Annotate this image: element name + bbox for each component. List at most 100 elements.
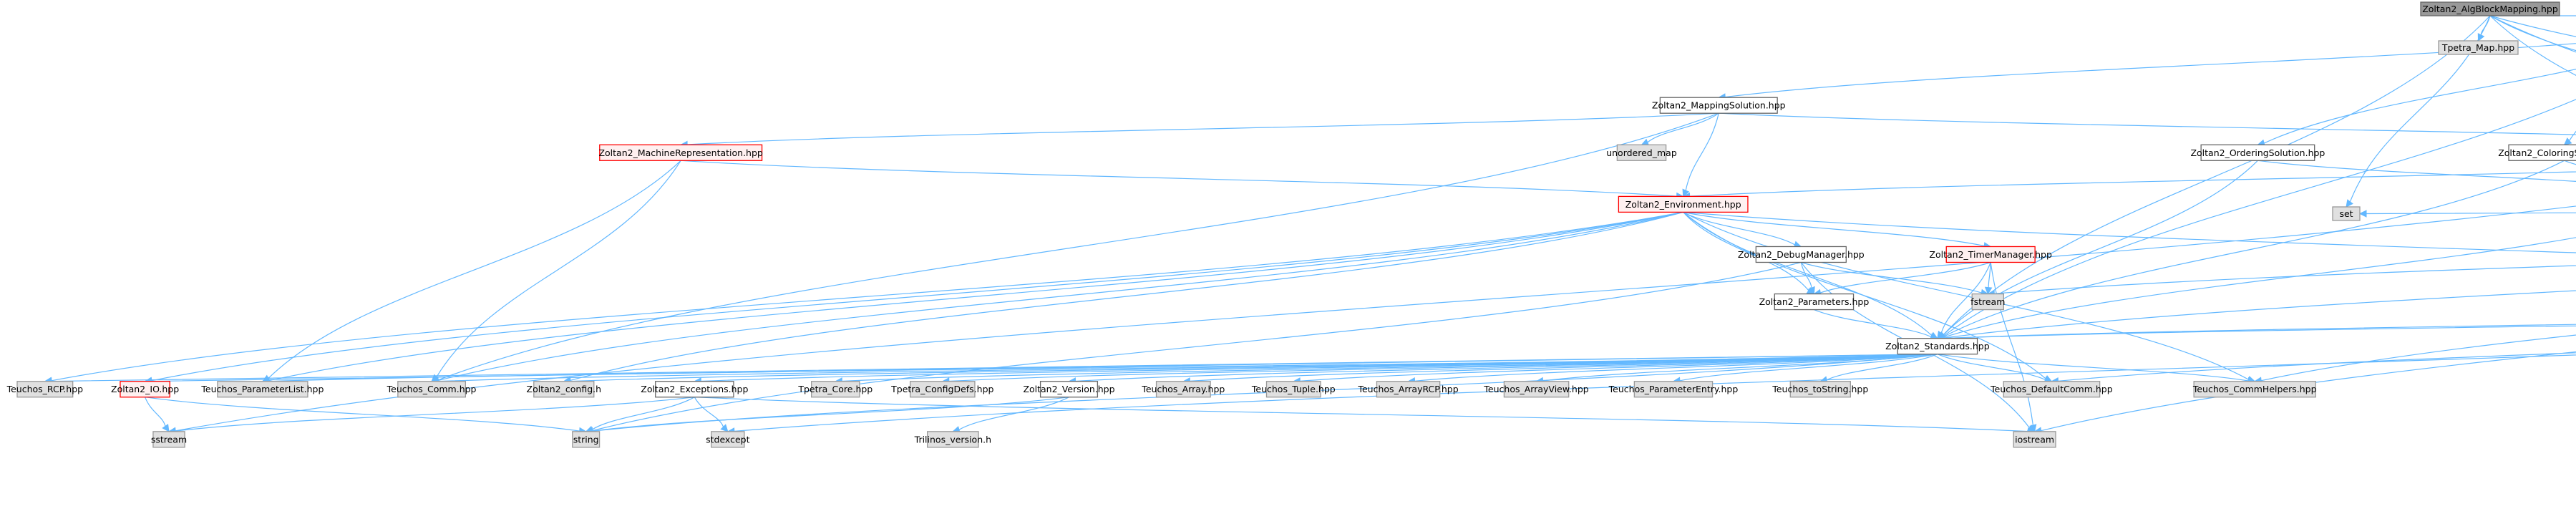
node-param-entry[interactable]: Teuchos_ParameterEntry.hpp [1608,381,1739,398]
node-tpetra-configdefs[interactable]: Tpetra_ConfigDefs.hpp [890,381,994,398]
node-iostream[interactable]: iostream [2013,431,2056,448]
node-box [1659,97,1778,114]
node-label: fstream [1970,296,2005,307]
node-box [811,381,860,398]
node-teuchos-tuple[interactable]: Teuchos_Tuple.hpp [1251,381,1336,398]
node-label: iostream [2015,434,2054,445]
edge-line [51,211,1683,382]
node-unordered-map[interactable]: unordered_map [1606,144,1677,161]
edge-line [175,397,695,432]
edge-environment-to-teuchos_comm [430,211,1683,384]
node-comm-helpers[interactable]: Teuchos_CommHelpers.hpp [2192,381,2317,398]
node-teuchos-comm[interactable]: Teuchos_Comm.hpp [387,381,477,398]
node-tpetra-map[interactable]: Tpetra_Map.hpp [2438,40,2519,55]
edge-line [2263,68,2576,144]
edge-line [1685,113,1719,191]
edge-environment-to-standards [1683,211,1938,339]
node-box [2193,381,2316,398]
edge-algorithm_hpp-to-coloring_solution [2563,130,2576,146]
edge-coloring_solution-to-solution [2564,160,2576,165]
node-label: Teuchos_Tuple.hpp [1251,384,1336,394]
node-environment[interactable]: Zoltan2_Environment.hpp [1618,195,1749,213]
node-mapping-solution[interactable]: Zoltan2_MappingSolution.hpp [1652,97,1786,114]
node-box [599,144,763,161]
node-teuchos-array[interactable]: Teuchos_Array.hpp [1141,381,1225,398]
arrowhead-icon [2029,424,2037,432]
node-label: Zoltan2_DebugManager.hpp [1738,249,1865,260]
node-array-rcp[interactable]: Teuchos_ArrayRCP.hpp [1357,381,1459,398]
node-box [533,381,595,398]
edge-line [1937,354,2046,381]
node-debug-manager[interactable]: Zoltan2_DebugManager.hpp [1738,246,1865,263]
node-set[interactable]: set [2332,206,2361,221]
node-label: Teuchos_ParameterList.hpp [200,384,324,394]
node-box [572,431,601,448]
node-standards[interactable]: Zoltan2_Standards.hpp [1885,338,1990,355]
edge-line [1679,354,1938,382]
node-box [1039,381,1099,398]
edge-line [1683,211,2249,380]
edge-io-to-string [145,397,587,435]
node-coloring-solution[interactable]: Zoltan2_ColoringSolution.hpp [2498,144,2576,161]
node-label: Teuchos_RCP.hpp [6,384,84,394]
node-array-view[interactable]: Teuchos_ArrayView.hpp [1483,381,1589,398]
edge-line [734,354,2576,432]
node-box [152,431,185,448]
node-tpetra-core[interactable]: Tpetra_Core.hpp [797,381,873,398]
edge-mapping_solution-to-unordered_map [1641,112,1719,146]
node-string[interactable]: string [572,431,601,448]
node-ordering-solution[interactable]: Zoltan2_OrderingSolution.hpp [2190,144,2325,161]
edge-line [1943,237,2576,338]
node-config-h[interactable]: Zoltan2_config.h [527,381,602,398]
node-box [909,381,976,398]
node-fstream[interactable]: fstream [1970,293,2005,311]
node-root: Zoltan2_AlgBlockMapping.hpp [2420,1,2560,16]
node-label: Teuchos_toString.hpp [1771,384,1868,394]
edge-line [948,354,1938,382]
edge-line [1943,99,2576,336]
edge-line [1689,171,2576,197]
edge-line [268,354,1938,382]
node-to-string[interactable]: Teuchos_toString.hpp [1771,381,1868,398]
node-box [1376,381,1441,398]
node-box [1971,293,2004,311]
node-label: Zoltan2_Exceptions.hpp [641,384,748,394]
node-timer-manager[interactable]: Zoltan2_TimerManager.hpp [1929,246,2052,263]
node-teuchos-rcp[interactable]: Teuchos_RCP.hpp [6,381,84,398]
node-label: Zoltan2_OrderingSolution.hpp [2190,147,2325,158]
edge-line [1814,309,1932,338]
edge-standards-to-default_comm [1937,354,2053,384]
node-label: Tpetra_Core.hpp [797,384,873,394]
node-default-comm[interactable]: Teuchos_DefaultComm.hpp [1990,381,2113,398]
node-exceptions[interactable]: Zoltan2_Exceptions.hpp [641,381,748,398]
edge-line [1994,265,2576,294]
node-parameters[interactable]: Zoltan2_Parameters.hpp [1759,293,1870,311]
node-machine-rep[interactable]: Zoltan2_MachineRepresentation.hpp [598,144,763,161]
node-stdexcept[interactable]: stdexcept [706,431,750,448]
node-io[interactable]: Zoltan2_IO.hpp [111,381,179,398]
edge-solution-to-standards [1936,237,2576,341]
node-param-list[interactable]: Teuchos_ParameterList.hpp [200,381,324,398]
edge-environment-to-param_list [261,211,1683,384]
edge-line [2366,212,2576,215]
node-sstream[interactable]: sstream [151,431,187,448]
node-version[interactable]: Zoltan2_Version.hpp [1023,381,1115,398]
node-box [2003,381,2101,398]
edge-line [1725,43,2576,98]
node-box [1774,293,1855,311]
node-label: Teuchos_ArrayView.hpp [1483,384,1588,394]
edge-root-to-cmath [2489,15,2576,76]
edge-line [1414,354,1938,382]
node-label: sstream [151,434,187,445]
edge-line [268,160,681,379]
node-trilinos-version[interactable]: Trilinos_version.h [914,431,991,448]
edge-version-to-trilinos_version [952,397,1069,434]
node-label: Zoltan2_config.h [527,384,602,394]
node-box [1618,195,1749,213]
edge-line [145,397,166,427]
node-box [655,381,734,398]
node-label: Zoltan2_ColoringSolution.hpp [2498,147,2576,158]
edge-line [1943,160,2565,337]
edge-root-to-tpetra_map [2477,15,2491,42]
